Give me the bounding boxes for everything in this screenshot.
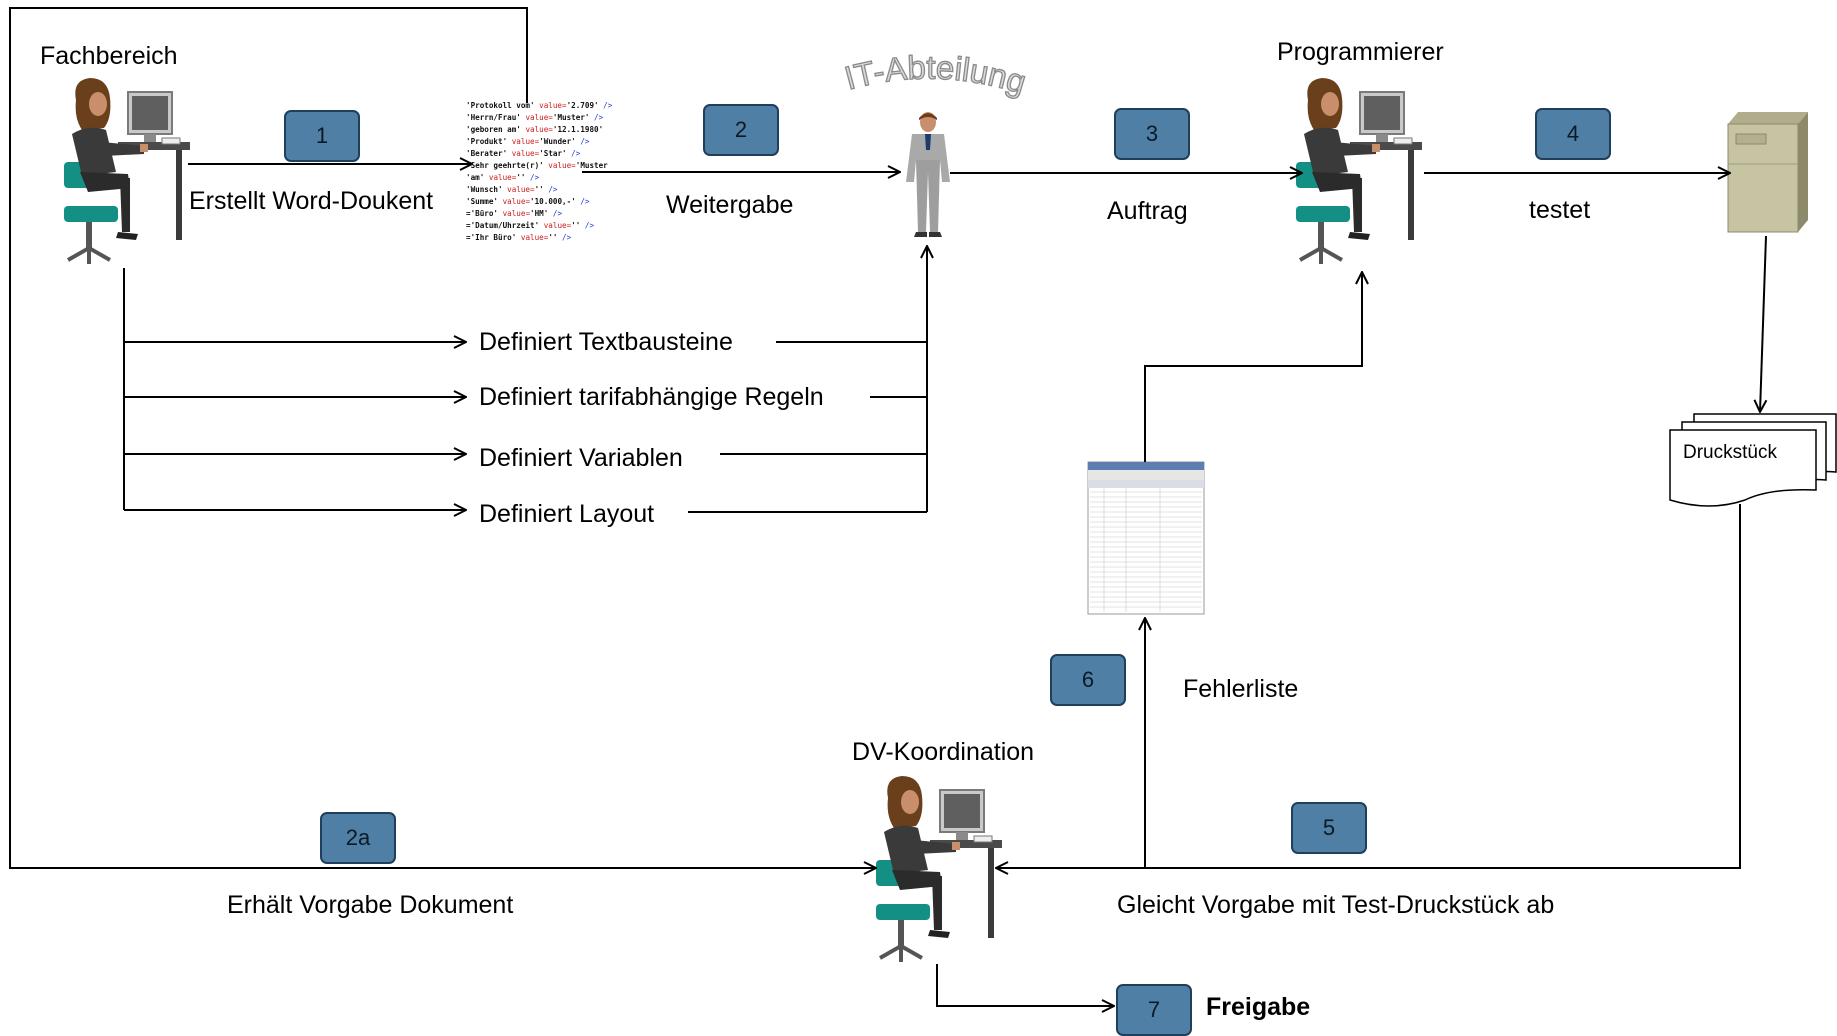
xml-value: '' — [516, 173, 526, 182]
step-4-badge: 4 — [1535, 108, 1611, 160]
xml-end: /> — [525, 173, 540, 182]
fachbereich-worker-figure — [62, 76, 192, 266]
it-abteilung-label: IT-Abteilung — [841, 49, 1031, 101]
xml-value: 'HM' — [530, 209, 549, 218]
arrow-7 — [936, 964, 1114, 1006]
step-3-label: Auftrag — [1107, 197, 1188, 225]
xml-key: 'Produkt' — [466, 137, 508, 146]
word-document-line: 'Produkt' value='Wunder' /> — [466, 136, 589, 148]
xml-value: 'Wunder' — [539, 137, 576, 146]
word-document-line: 'Wunsch' value='' /> — [466, 184, 586, 196]
xml-key: ='Datum/Uhrzeit' — [466, 221, 540, 230]
programmierer-label: Programmierer — [1277, 38, 1444, 66]
step-7-label: Freigabe — [1206, 993, 1311, 1021]
word-document-line: 'am' value='' /> — [466, 172, 586, 184]
fehlerliste-spreadsheet-icon — [1087, 461, 1205, 615]
xml-key: 'Protokoll vom' — [466, 101, 535, 110]
word-document-line: ='Büro' value='HM' /> — [466, 208, 586, 220]
fachbereich-label: Fachbereich — [40, 42, 178, 70]
definition-layout: Definiert Layout — [479, 500, 655, 528]
xml-attr: value= — [520, 125, 553, 134]
xml-key: 'geboren am' — [466, 125, 521, 134]
xml-key: 'Wunsch' — [466, 185, 503, 194]
xml-value: '' — [548, 233, 558, 242]
xml-value: 'Muster — [575, 161, 608, 170]
xml-end: /> — [557, 233, 572, 242]
server-icon — [1727, 112, 1808, 233]
arrow-2a-loop — [9, 7, 876, 868]
xml-key: ='Büro' — [466, 209, 499, 218]
xml-end: /> — [575, 197, 590, 206]
xml-end: /> — [580, 221, 595, 230]
definition-tarifabhaengige-regeln: Definiert tarifabhängige Regeln — [479, 383, 824, 411]
xml-value: '2.709' — [566, 101, 599, 110]
word-document-line: 'Berater' value='Star' /> — [466, 148, 586, 160]
xml-end: /> — [598, 101, 613, 110]
word-document-line: 'geboren am' value='12.1.1980' — [466, 124, 603, 136]
arrow-5 — [996, 504, 1741, 868]
xml-attr: value= — [502, 185, 535, 194]
word-document-line: 'Protokoll vom' value='2.709' /> — [466, 100, 612, 112]
xml-attr: value= — [507, 137, 540, 146]
xml-value: '' — [571, 221, 581, 230]
word-document-line: 'Herrn/Frau' value='Muster' /> — [466, 112, 603, 124]
xml-value: 'Muster' — [552, 113, 590, 122]
step-5-badge: 5 — [1291, 802, 1367, 854]
xml-attr: value= — [534, 101, 567, 110]
xml-key: 'Summe' — [466, 197, 499, 206]
xml-value: 'Star' — [539, 149, 567, 158]
arrow-server-druckstueck — [1760, 235, 1766, 412]
xml-attr: value= — [543, 161, 576, 170]
step-7-badge: 7 — [1116, 984, 1192, 1036]
xml-key: 'Berater' — [466, 149, 508, 158]
definition-textbausteine: Definiert Textbausteine — [479, 328, 733, 356]
xml-end: /> — [589, 113, 604, 122]
word-document-line: 'Sehr geehrte(r)' value='Muster — [466, 160, 608, 172]
xml-end: /> — [575, 137, 590, 146]
step-6-label: Fehlerliste — [1183, 675, 1299, 703]
step-5-label: Gleicht Vorgabe mit Test-Druckstück ab — [1117, 891, 1555, 919]
word-document-line: 'Summe' value='10.000,-' /> — [466, 196, 589, 208]
xml-attr: value= — [516, 233, 549, 242]
xml-attr: value= — [520, 113, 553, 122]
dv-koordination-label: DV-Koordination — [852, 738, 1035, 766]
step-1-badge: 1 — [284, 110, 360, 162]
step-2-badge: 2 — [703, 104, 779, 156]
arrow-fehlerliste-programmierer — [1144, 272, 1362, 462]
word-document-line: ='Datum/Uhrzeit' value='' /> — [466, 220, 594, 232]
word-document-xml: 'Protokoll vom' value='2.709' />'Herrn/F… — [466, 100, 612, 244]
xml-attr: value= — [498, 197, 531, 206]
word-document-line: ='Ihr Büro' value='' /> — [466, 232, 586, 244]
xml-attr: value= — [498, 209, 531, 218]
step-2a-label: Erhält Vorgabe Dokument — [227, 891, 514, 919]
xml-attr: value= — [539, 221, 572, 230]
definition-variablen: Definiert Variablen — [479, 444, 683, 472]
xml-attr: value= — [507, 149, 540, 158]
xml-key: 'am' — [466, 173, 485, 182]
step-2a-badge: 2a — [320, 812, 396, 864]
step-3-badge: 3 — [1114, 108, 1190, 160]
xml-end: /> — [548, 209, 563, 218]
xml-value: '12.1.1980' — [552, 125, 604, 134]
step-2-label: Weitergabe — [666, 191, 794, 219]
xml-value: '' — [534, 185, 544, 194]
druckstueck-document-icon — [1669, 413, 1837, 507]
step-6-badge: 6 — [1050, 654, 1126, 706]
step-4-label: testet — [1529, 196, 1591, 224]
xml-end: /> — [566, 149, 581, 158]
druckstueck-label: Druckstück — [1683, 442, 1777, 463]
xml-end: /> — [543, 185, 558, 194]
xml-key: ='Ihr Büro' — [466, 233, 517, 242]
xml-key: 'Sehr geehrte(r)' — [466, 161, 544, 170]
step-1-label: Erstellt Word-Doukent — [189, 187, 434, 215]
it-abteilung-person-figure — [906, 112, 950, 237]
xml-value: '10.000,-' — [530, 197, 576, 206]
xml-attr: value= — [484, 173, 517, 182]
programmierer-worker-figure — [1294, 76, 1424, 266]
xml-key: 'Herrn/Frau' — [466, 113, 521, 122]
dv-koordination-worker-figure — [874, 774, 1004, 964]
